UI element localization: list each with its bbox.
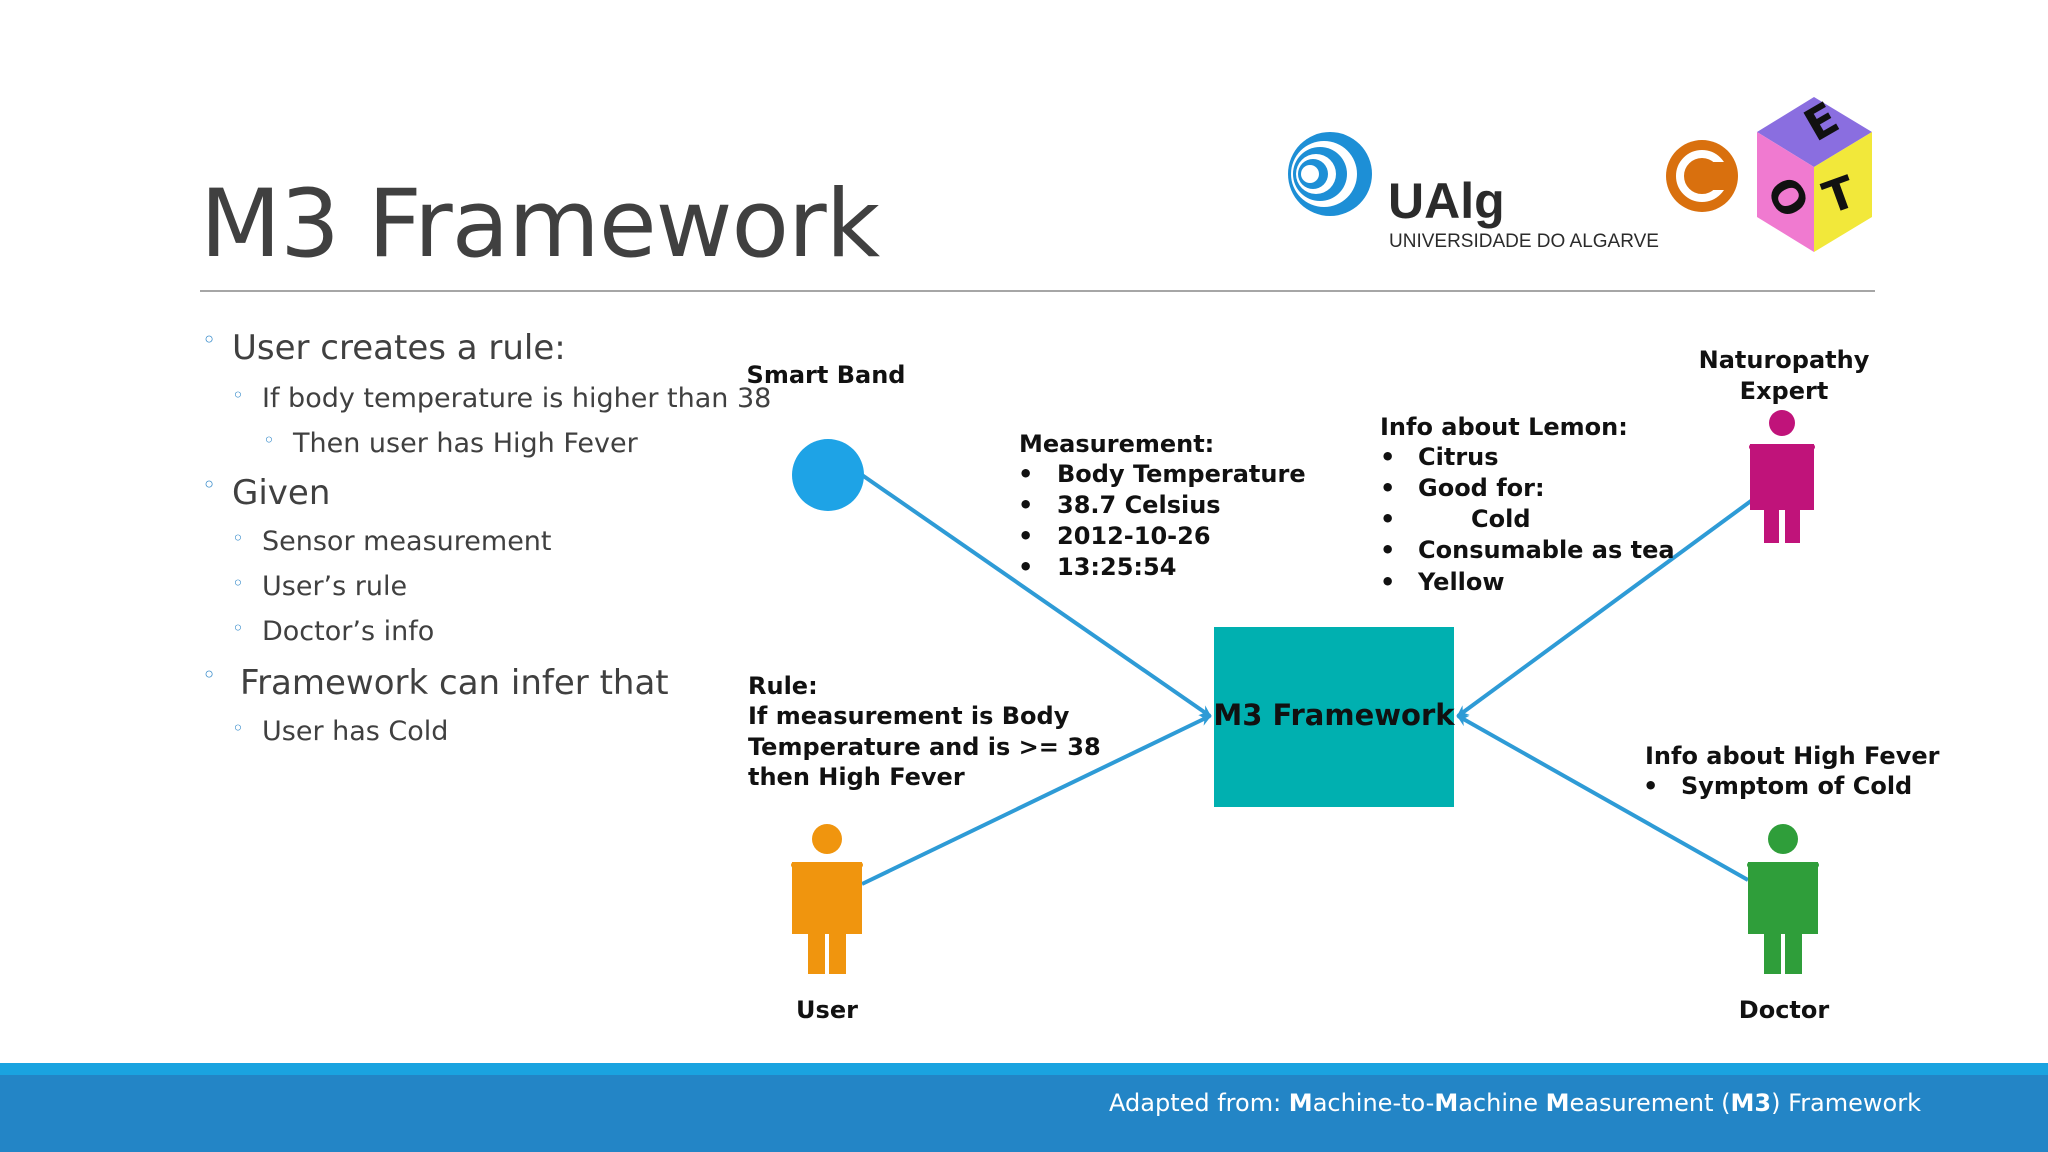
lemon-item: Cold	[1471, 505, 1531, 533]
bullet-marker: ◦	[232, 571, 244, 595]
bullet-marker: ◦	[263, 428, 275, 452]
user-label: User	[796, 996, 858, 1024]
lemon-bullet: •	[1380, 505, 1395, 533]
measurement-item: 13:25:54	[1057, 553, 1176, 581]
lemon-bullet: •	[1380, 568, 1395, 596]
arrow-smart-band-to-framework	[860, 473, 1212, 718]
doctor-figure-icon	[1747, 824, 1819, 974]
rule-line: If measurement is Body	[748, 702, 1070, 730]
ualg-name: UAlg	[1388, 173, 1505, 229]
footer-accent-bar	[0, 1063, 2048, 1075]
bullet-marker: ◦	[232, 616, 244, 640]
lemon-item: Consumable as tea	[1418, 536, 1675, 564]
title-underline	[200, 290, 1875, 292]
bullet-marker: ◦	[202, 471, 217, 499]
rule-line: Rule:	[748, 672, 818, 700]
arrow-doctor-to-framework	[1456, 714, 1749, 882]
bullet-marker: ◦	[232, 383, 244, 407]
fever-bullet: •	[1643, 772, 1658, 800]
bullet-item: ◦Given	[202, 471, 331, 513]
bullet-item: ◦Then user has High Fever	[263, 428, 638, 459]
measurement-bullet: •	[1018, 460, 1033, 488]
doctor-label: Doctor	[1739, 996, 1830, 1024]
ceot-logo: E O T	[1666, 93, 1872, 252]
measurement-bullet: •	[1018, 491, 1033, 519]
bullet-marker: ◦	[232, 526, 244, 550]
bullet-item: ◦Doctor’s info	[232, 616, 435, 647]
lemon-title: Info about Lemon:	[1380, 413, 1628, 441]
lemon-bullet: •	[1380, 474, 1395, 502]
bullet-item: ◦Sensor measurement	[232, 526, 552, 557]
lemon-item: Yellow	[1417, 568, 1505, 596]
lemon-bullet: •	[1380, 443, 1395, 471]
footer-citation: Adapted from: Machine-to-Machine Measure…	[1109, 1089, 1921, 1117]
bullet-marker: ◦	[202, 326, 217, 354]
bullet-item: ◦Framework can infer that	[202, 661, 669, 703]
naturopathy-label-line1: Naturopathy	[1699, 346, 1870, 374]
measurement-title: Measurement:	[1019, 430, 1214, 458]
naturopathy-label-line2: Expert	[1740, 377, 1829, 405]
lemon-item: Good for:	[1418, 474, 1545, 502]
bullet-marker: ◦	[202, 661, 217, 689]
bullet-item: ◦User has Cold	[232, 716, 449, 747]
arrow-naturopathy-to-framework	[1456, 496, 1757, 718]
user-figure-icon	[791, 824, 863, 974]
slide-title: M3 Framework	[200, 170, 880, 279]
bullet-item: ◦If body temperature is higher than 38	[232, 383, 772, 414]
smart-band-node	[792, 439, 864, 511]
bullet-marker: ◦	[232, 716, 244, 740]
naturopathy-expert-figure-icon	[1749, 410, 1815, 543]
ualg-logo	[1288, 132, 1372, 216]
rule-line: then High Fever	[748, 763, 965, 791]
smart-band-label: Smart Band	[747, 361, 906, 389]
measurement-info-block: Measurement: • Body Temperature • 38.7 C…	[1018, 430, 1306, 581]
lemon-info-block: Info about Lemon: • Citrus • Good for: •…	[1380, 413, 1675, 596]
fever-item: Symptom of Cold	[1681, 772, 1912, 800]
m3-framework-box	[1214, 627, 1454, 807]
arrow-user-to-framework	[861, 714, 1212, 886]
bullet-item: ◦User creates a rule:	[202, 326, 566, 368]
rule-line: Temperature and is >= 38	[748, 733, 1101, 761]
ualg-subtitle: UNIVERSIDADE DO ALGARVE	[1389, 231, 1659, 252]
rule-info-block: Rule: If measurement is Body Temperature…	[748, 672, 1101, 791]
fever-title: Info about High Fever	[1645, 742, 1940, 770]
measurement-item: 2012-10-26	[1057, 522, 1211, 550]
measurement-item: Body Temperature	[1057, 460, 1306, 488]
lemon-item: Citrus	[1418, 443, 1499, 471]
m3-framework-box-label: M3 Framework	[1213, 698, 1455, 732]
measurement-bullet: •	[1018, 522, 1033, 550]
measurement-bullet: •	[1018, 553, 1033, 581]
high-fever-info-block: Info about High Fever • Symptom of Cold	[1643, 742, 1940, 800]
measurement-item: 38.7 Celsius	[1057, 491, 1221, 519]
bullet-item: ◦User’s rule	[232, 571, 408, 602]
lemon-bullet: •	[1380, 536, 1395, 564]
footer-bar	[0, 1075, 2048, 1152]
